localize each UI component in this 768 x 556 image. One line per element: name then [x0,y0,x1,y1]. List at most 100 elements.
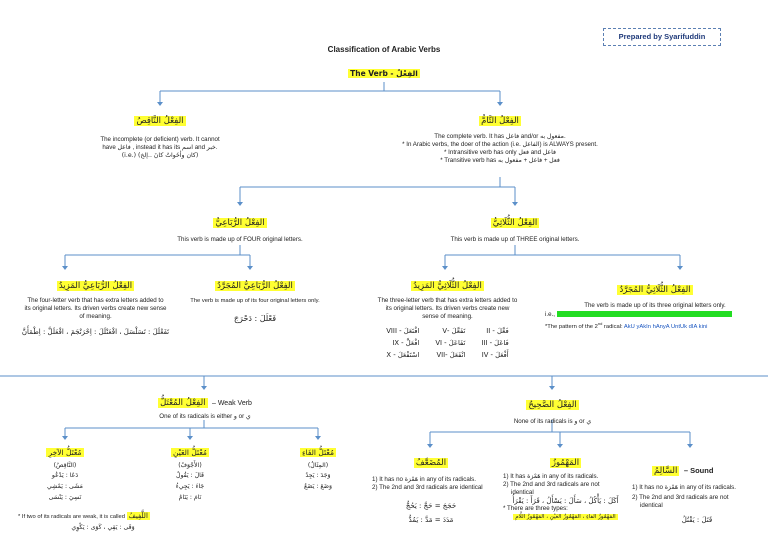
lafif-note: * If two of its radicals are weak, it is… [18,512,188,532]
form-cell: تَفَاعَلَ - VI [435,339,466,347]
salim-example: قَتَلَ : يَقْتُلُ [681,516,713,524]
lafif-term: اللَّفِيفُ [126,512,150,520]
thulathi-mujarrad-desc: The verb is made up of its three origina… [584,302,726,309]
mutal-desc: One of its radicals is either و or ي [159,413,251,420]
mutal-fa-sub: (المِثَالُ) [307,462,329,469]
rubai-mazid-examples: تَفَعْلَلَ : تَسَلْسَلَ ، افْعَنْلَلَ : … [21,328,170,336]
forms-row: افْتَعَلَ - VIII تَفَعَّلَ -V فَعَّلَ - … [378,325,516,337]
mudaaf-line2: 2) The 2nd and 3rd radicals are identica… [372,484,483,491]
pattern-prefix: *The pattern of the 2 [545,323,598,330]
sahih-label: الفِعْلُ الصَّحِيحُ [526,400,579,410]
sahih-desc: None of its radicals is و or ي [513,418,592,425]
lafif-example: وَقَى : يَقِي ، كَوَى : يَكْوِي [71,524,135,531]
naqis-node: الفِعْلُ النَّاقِصُ The incomplete (or d… [40,110,280,160]
forms-row: افْعَلَّ - IX تَفَاعَلَ - VI فَاعَلَ - I… [378,337,516,349]
rubai-node: الفِعْلُ الرُّبَاعِيُّ This verb is made… [150,212,330,244]
mutal-akhir-ex: مَشَى : يَمْشِي [47,483,83,490]
tamm-line3: * Intransitive verb has only فعل and فاع… [444,149,556,156]
naqis-line3: (i.e.) (كان وأخَواتُ كانَ ..إلخ) [121,152,199,159]
mutal-suffix: – Weak Verb [211,400,252,407]
mahmuz-line3: identical [511,489,534,496]
form-cell: فَعَّلَ - II [486,327,509,335]
rubai-desc: This verb is made up of FOUR original le… [177,236,303,243]
form-cell: أَفْعَلَ - IV [481,351,509,359]
naqis-line1: The incomplete (or deficient) verb. It c… [100,136,220,143]
mutal-akhir-label: مُعْتَلُّ الآخِرِ [46,448,84,457]
thulathi-mazid-line3: sense of meaning. [422,313,473,320]
pattern-sup: nd [597,321,603,326]
salim-label: السَّالِمُ [652,466,680,476]
sahih-node: الفِعْلُ الصَّحِيحُ None of its radicals… [495,394,610,426]
naqis-label: الفِعْلُ النَّاقِصُ [134,116,186,126]
tamm-label: الفِعْلُ التَّامُّ [479,116,521,126]
mudaaf-ex1: حَجَجَ = حَجَّ : يَحُجُّ [405,502,457,510]
thulathi-mazid-line2: its original letters. Its driven verbs c… [385,305,510,312]
thulathi-mujarrad-node: الفِعْلُ الثُّلَاثِيُّ المُجَرَّدُ The v… [545,279,765,331]
tamm-node: الفِعْلُ التَّامُّ The complete verb. It… [370,110,630,165]
rubai-mujarrad-label: الفِعْلُ الرُّبَاعِيُّ المُجَرَّدُ [215,281,295,291]
mutal-fa-ex: وَجَدَ : يَجِدُ [305,472,331,479]
salim-line1: 1) It has no هَمْزة in any of its radica… [632,484,736,491]
pattern-row: *The pattern of the 2nd radical: AkU yAk… [545,320,765,331]
mahmuz-line2: 2) The 2nd and 3rd radicals are not [503,481,600,488]
mutal-akhir-ex: دَعَا : يَدْعُو [51,472,79,479]
mutal-ain-label: مُعْتَلُّ العَيْنِ [171,448,209,457]
rubai-mazid-label: الفِعْلُ الرُّبَاعِيُّ المَزِيدُ [56,281,135,291]
rubai-label: الفِعْلُ الرُّبَاعِيُّ [213,218,267,228]
lafif-note-text: * If two of its radicals are weak, it is… [18,514,125,520]
rubai-mujarrad-desc: The verb is made up of its four original… [190,298,320,304]
thulathi-mujarrad-label: الفِعْلُ الثُّلَاثِيُّ المُجَرَّدُ [617,285,693,295]
thulathi-mazid-line1: The three-letter verb that has extra let… [377,297,518,304]
root-node: The Verb - الفِعْلُ [334,63,434,81]
mahmuz-note: * There are three types: [503,505,568,512]
rubai-mujarrad-node: الفِعْلُ الرُّبَاعِيُّ المُجَرَّدُ The v… [190,275,320,323]
author-box: Prepared by Syarifuddin [603,28,721,46]
mudaaf-node: المُضَعَّفُ 1) It has no هَمْزة in any o… [372,452,490,524]
green-patterns-bar [556,311,732,318]
mudaaf-line1: 1) It has no هَمْزة in any of its radica… [372,476,476,483]
mutal-akhir-node: مُعْتَلُّ الآخِرِ (النَّاقِصُ) دَعَا : ي… [35,442,95,503]
mudaaf-ex2: مَدَدَ = مَدَّ : يَمُدُّ [408,516,454,524]
pattern-mnemonic: AkU yAkIn hAnyA UntUk dIA kini [623,323,708,330]
tamm-line1: The complete verb. It has فاعل and/or مف… [434,133,566,140]
form-cell: تَفَعَّلَ -V [442,327,466,335]
rubai-mazid-line3: of meaning. [79,313,112,320]
form-cell: فَاعَلَ - III [481,339,509,347]
root-label: The Verb - الفِعْلُ [348,69,420,78]
mutal-ain-node: مُعْتَلُّ العَيْنِ (الأَجْوَفُ) قَالَ : … [160,442,220,503]
mutal-akhir-sub: (النَّاقِصُ) [53,462,77,469]
salim-line3: identical [640,502,663,509]
thulathi-mazid-label: الفِعْلُ الثُّلَاثِيُّ المَزِيدُ [411,281,484,291]
naqis-line2: have فاعل , instead it has its اسم and خ… [102,144,218,151]
thulathi-node: الفِعْلُ الثُّلَاثِيُّ This verb is made… [420,212,610,244]
mutal-akhir-ex: نَسِيَ : يَنْسَى [48,494,82,501]
mutal-label: الفِعْلُ المُعْتَلُّ [158,398,208,408]
mutal-node: الفِعْلُ المُعْتَلُّ – Weak Verb One of … [130,392,280,421]
rubai-mazid-line2: its original letters. Its driven verbs c… [24,305,167,312]
form-cell: افْتَعَلَ - VIII [386,327,420,335]
rubai-mujarrad-example: فَعْلَلَ : دَحْرَجَ [233,314,277,323]
thulathi-label: الفِعْلُ الثُّلَاثِيُّ [490,218,540,228]
mutal-ain-ex: جَاءَ : يَجِيءُ [175,483,205,490]
rubai-mazid-node: الفِعْلُ الرُّبَاعِيُّ المَزِيدُ The fou… [8,275,183,337]
mutal-ain-sub: (الأَجْوَفُ) [178,462,202,469]
rubai-mazid-line1: The four-letter verb that has extra lett… [27,297,164,304]
mahmuz-line1: 1) It has هَمْزة in any of its radicals. [503,473,599,480]
mahmuz-node: المَهْمُوزُ 1) It has هَمْزة in any of i… [503,452,628,521]
mutal-fa-node: مُعْتَلُّ الفَاءِ (المِثَالُ) وَجَدَ : ي… [288,442,348,492]
tamm-line4: * Transitive verb has فعل + فاعل + مفعول… [440,157,560,164]
form-cell: انْفَعَلَ -VII [436,351,466,359]
mahmuz-label: المَهْمُوزُ [549,458,582,468]
mudaaf-label: المُضَعَّفُ [413,458,449,468]
thulathi-mujarrad-ie-row: i.e., [545,311,765,319]
forms-row: اسْتَفْعَلَ - X انْفَعَلَ -VII أَفْعَلَ … [378,349,516,361]
salim-node: السَّالِمُ – Sound 1) It has no هَمْزة i… [632,460,762,524]
forms-table: افْتَعَلَ - VIII تَفَعَّلَ -V فَعَّلَ - … [378,325,516,361]
mutal-fa-label: مُعْتَلُّ الفَاءِ [300,448,336,457]
mutal-ain-ex: نَامَ : يَنَامُ [178,494,202,501]
form-cell: افْعَلَّ - IX [392,339,420,347]
salim-suffix: – Sound [683,466,714,475]
salim-line2: 2) The 2nd and 3rd radicals are not [632,494,729,501]
mahmuz-examples: أَكَلَ : يَأْكُلُ ، سَأَلَ : يَسْأَلُ ، … [512,497,619,505]
